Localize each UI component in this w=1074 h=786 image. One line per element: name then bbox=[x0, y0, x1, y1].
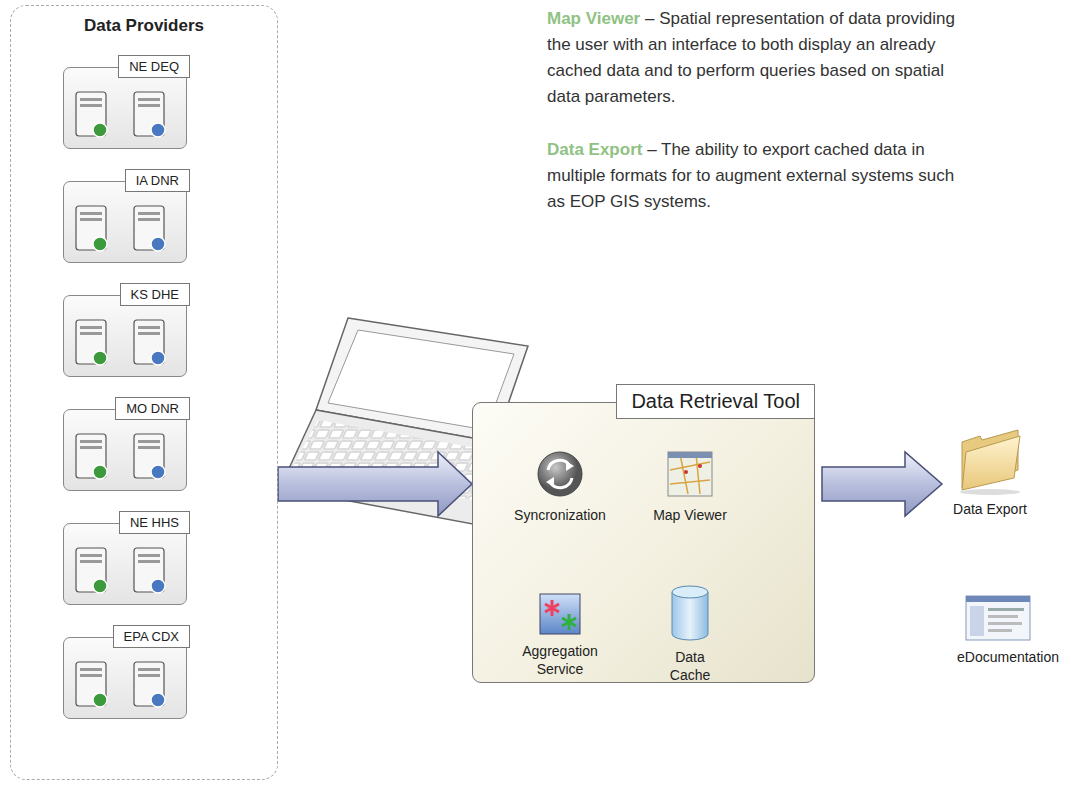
folder-icon bbox=[960, 430, 1020, 495]
provider-name: KS DHE bbox=[120, 283, 190, 306]
provider-name: NE DEQ bbox=[118, 55, 190, 78]
provider-box: NE HHS bbox=[63, 523, 187, 605]
provider-name: NE HHS bbox=[119, 511, 190, 534]
provider-name: EPA CDX bbox=[113, 625, 190, 648]
component-label: Data Cache bbox=[660, 648, 720, 684]
server-icons bbox=[64, 68, 188, 154]
server-icons bbox=[64, 296, 188, 382]
description-heading: Data Export bbox=[547, 140, 642, 159]
output-label: eDocumentation bbox=[949, 648, 1067, 666]
provider-box: IA DNR bbox=[63, 181, 187, 263]
export-arrow bbox=[822, 452, 942, 516]
tool-icons bbox=[472, 402, 815, 683]
provider-group: Data Providers NE DEQ IA DNR KS DHE MO DNR NE… bbox=[10, 5, 278, 780]
provider-box: NE DEQ bbox=[63, 67, 187, 149]
component-label: Aggregation Service bbox=[514, 642, 606, 678]
group-heading: Data Providers bbox=[11, 16, 277, 36]
server-icons bbox=[64, 524, 188, 610]
tool-title: Data Retrieval Tool bbox=[616, 384, 815, 419]
output-label: Data Export bbox=[935, 500, 1045, 518]
provider-name: MO DNR bbox=[115, 397, 190, 420]
provider-box: EPA CDX bbox=[63, 637, 187, 719]
tool-box: Data Retrieval Tool bbox=[472, 402, 815, 683]
component-label: Syncronization bbox=[500, 506, 620, 524]
component-label: Map Viewer bbox=[635, 506, 745, 524]
server-icons bbox=[64, 638, 188, 724]
description-paragraph: Map Viewer – Spatial representation of d… bbox=[547, 6, 967, 110]
server-icons bbox=[64, 410, 188, 496]
provider-box: MO DNR bbox=[63, 409, 187, 491]
description-heading: Map Viewer bbox=[547, 9, 640, 28]
block-arrow bbox=[278, 452, 472, 516]
server-icons bbox=[64, 182, 188, 268]
provider-box: KS DHE bbox=[63, 295, 187, 377]
edocumentation-icon bbox=[966, 596, 1030, 640]
description-paragraph: Data Export – The ability to export cach… bbox=[547, 137, 967, 215]
provider-name: IA DNR bbox=[125, 169, 190, 192]
